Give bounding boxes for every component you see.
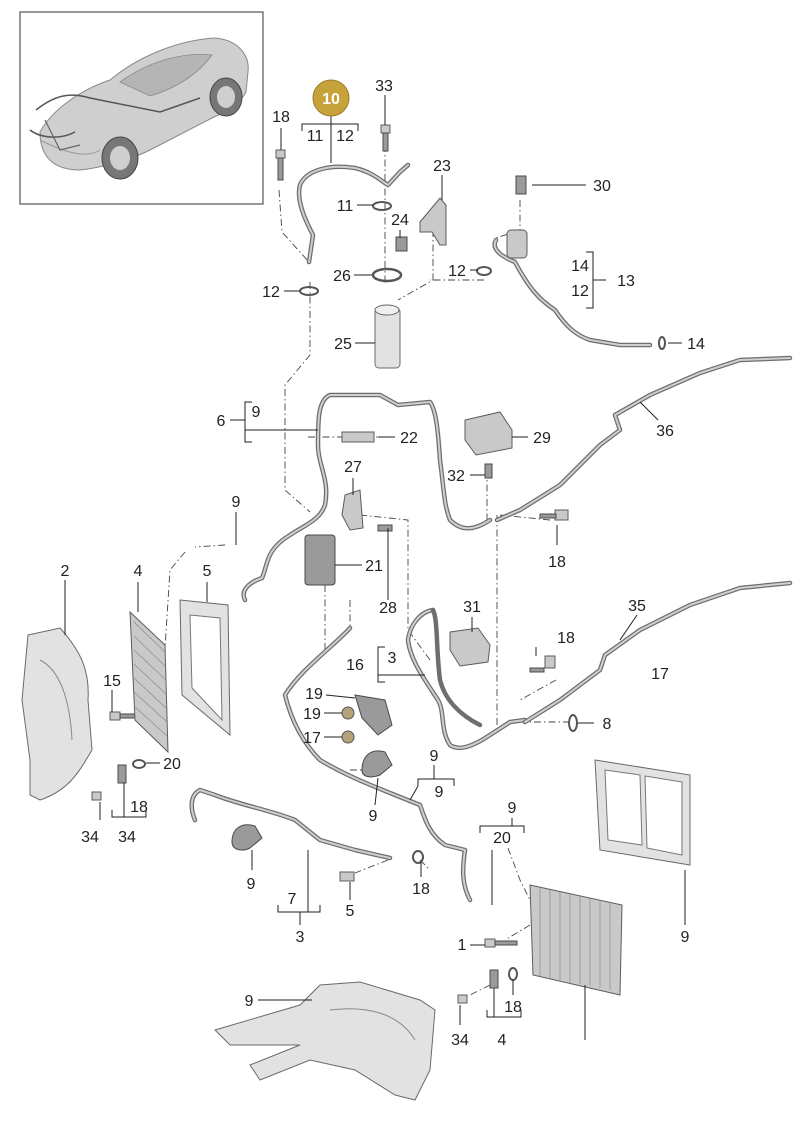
callout-label[interactable]: 22 [400, 430, 418, 447]
callout-label[interactable]: 5 [346, 903, 355, 920]
callout-label[interactable]: 35 [628, 598, 646, 615]
callout-label[interactable]: 26 [333, 268, 351, 285]
callout-label[interactable]: 17 [651, 666, 669, 683]
callout-label[interactable]: 19 [305, 686, 323, 703]
callout-label[interactable]: 12 [262, 284, 280, 301]
callout-label[interactable]: 4 [134, 563, 143, 580]
callout-label[interactable]: 19 [303, 706, 321, 723]
callout-label[interactable]: 20 [163, 756, 181, 773]
callout-label[interactable]: 6 [217, 413, 226, 430]
callout-label[interactable]: 9 [369, 808, 378, 825]
callout-label[interactable]: 30 [593, 178, 611, 195]
callout-label[interactable]: 4 [498, 1032, 507, 1049]
callout-label[interactable]: 12 [448, 263, 466, 280]
callout-label[interactable]: 3 [296, 929, 305, 946]
callout-label[interactable]: 12 [336, 128, 354, 145]
callout-label[interactable]: 24 [391, 212, 409, 229]
callout-label[interactable]: 23 [433, 158, 451, 175]
callout-label[interactable]: 32 [447, 468, 465, 485]
callout-label[interactable]: 9 [430, 748, 439, 765]
callout-label[interactable]: 28 [379, 600, 397, 617]
callout-label[interactable]: 25 [334, 336, 352, 353]
callout-label[interactable]: 9 [508, 800, 517, 817]
callout-label[interactable]: 8 [603, 716, 612, 733]
callout-label[interactable]: 9 [232, 494, 241, 511]
callout-label[interactable]: 9 [681, 929, 690, 946]
callout-label[interactable]: 11 [337, 198, 354, 215]
callout-label[interactable]: 18 [272, 109, 290, 126]
callout-label[interactable]: 12 [571, 283, 589, 300]
callout-label[interactable]: 9 [245, 993, 254, 1010]
pipes [189, 162, 793, 903]
callout-label[interactable]: 9 [247, 876, 256, 893]
callout-label[interactable]: 2 [61, 563, 70, 580]
callout-label[interactable]: 16 [346, 657, 364, 674]
callout-label[interactable]: 34 [451, 1032, 469, 1049]
callout-label[interactable]: 34 [81, 829, 99, 846]
callout-label[interactable]: 15 [103, 673, 121, 690]
callout-label[interactable]: 18 [130, 799, 148, 816]
callout-label[interactable]: 27 [344, 459, 362, 476]
callout-label[interactable]: 17 [303, 730, 321, 747]
callout-label[interactable]: 34 [118, 829, 136, 846]
callout-label[interactable]: 1 [458, 937, 467, 954]
callout-label[interactable]: 18 [548, 554, 566, 571]
leaders [64, 95, 686, 1040]
callout-label[interactable]: 11 [307, 128, 324, 145]
callout-label[interactable]: 7 [288, 891, 297, 908]
parts [21, 124, 691, 1101]
highlight-badge-10[interactable]: 10 [312, 79, 350, 117]
callout-label[interactable]: 9 [252, 404, 261, 421]
callout-label[interactable]: 31 [463, 599, 481, 616]
callout-label[interactable]: 20 [493, 830, 511, 847]
highlight-badge-label: 10 [322, 91, 340, 108]
callout-label[interactable]: 18 [412, 881, 430, 898]
callout-labels: 33 18 11 12 11 23 24 30 26 12 12 14 12 1… [61, 78, 705, 1049]
callout-label[interactable]: 36 [656, 423, 674, 440]
callout-label[interactable]: 18 [557, 630, 575, 647]
callout-label[interactable]: 33 [375, 78, 393, 95]
callout-label[interactable]: 18 [504, 999, 522, 1016]
callout-label[interactable]: 29 [533, 430, 551, 447]
callout-label[interactable]: 3 [388, 650, 397, 667]
callout-label[interactable]: 13 [617, 273, 635, 290]
callout-label[interactable]: 14 [687, 336, 705, 353]
callout-label[interactable]: 21 [365, 558, 383, 575]
callout-label[interactable]: 5 [203, 563, 212, 580]
callout-label[interactable]: 14 [571, 258, 589, 275]
car-thumbnail [19, 11, 264, 205]
callout-label[interactable]: 9 [435, 784, 444, 801]
